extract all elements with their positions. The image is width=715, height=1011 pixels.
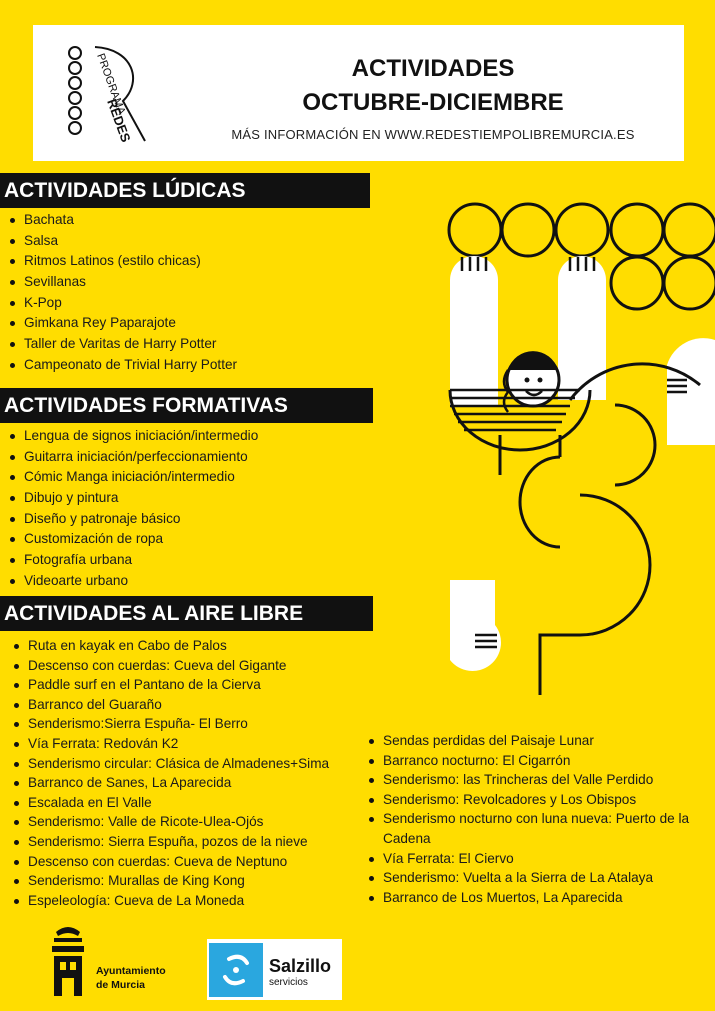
salzillo-subtitle: servicios xyxy=(269,977,308,988)
list-item: Dibujo y pintura xyxy=(8,488,258,509)
list-item: Barranco de Los Muertos, La Aparecida xyxy=(367,888,709,908)
list-item: Senderismo: Valle de Ricote-Ulea-Ojós xyxy=(12,812,329,832)
salzillo-mark-icon xyxy=(209,943,263,997)
section-title-formativas: ACTIVIDADES FORMATIVAS xyxy=(0,388,373,423)
list-item: Barranco nocturno: El Cigarrón xyxy=(367,751,709,771)
list-item: Espeleología: Cueva de La Moneda xyxy=(12,891,329,911)
list-item: Taller de Varitas de Harry Potter xyxy=(8,334,237,355)
list-ludicas: Bachata Salsa Ritmos Latinos (estilo chi… xyxy=(8,210,237,376)
logo-text-redes: REDES xyxy=(104,97,134,145)
section-title-aire-libre: ACTIVIDADES AL AIRE LIBRE xyxy=(0,596,373,631)
list-item: Gimkana Rey Paparajote xyxy=(8,313,237,334)
list-item: Senderismo: Vuelta a la Sierra de La Ata… xyxy=(367,868,709,888)
list-aire-libre-right: Sendas perdidas del Paisaje Lunar Barran… xyxy=(367,731,709,907)
header-info-link[interactable]: MÁS INFORMACIÓN EN WWW.REDESTIEMPOLIBREM… xyxy=(231,127,635,142)
header-title-line1: ACTIVIDADES xyxy=(351,55,515,82)
ayuntamiento-line1: Ayuntamiento xyxy=(96,965,166,977)
list-item: Vía Ferrata: El Ciervo xyxy=(367,849,709,869)
programa-redes-logo: PROGRAMA REDES xyxy=(68,46,146,145)
list-item: Barranco de Sanes, La Aparecida xyxy=(12,773,329,793)
list-formativas: Lengua de signos iniciación/intermedio G… xyxy=(8,426,258,592)
header-banner: PROGRAMA REDES ACTIVIDADES OCTUBRE-DICIE… xyxy=(33,25,684,161)
list-item: Salsa xyxy=(8,231,237,252)
list-item: Fotografía urbana xyxy=(8,550,258,571)
decorative-illustration xyxy=(447,202,715,695)
list-item: Senderismo: Sierra Espuña, pozos de la n… xyxy=(12,832,329,852)
list-item: Ruta en kayak en Cabo de Palos xyxy=(12,636,329,656)
list-item: Senderismo:Sierra Espuña- El Berro xyxy=(12,714,329,734)
list-item: Lengua de signos iniciación/intermedio xyxy=(8,426,258,447)
list-item: Diseño y patronaje básico xyxy=(8,509,258,530)
list-item: Vía Ferrata: Redován K2 xyxy=(12,734,329,754)
list-item: Senderismo circular: Clásica de Almadene… xyxy=(12,754,329,774)
header-title-line2: OCTUBRE-DICIEMBRE xyxy=(302,89,564,116)
list-item: Senderismo: las Trincheras del Valle Per… xyxy=(367,770,709,790)
ayuntamiento-murcia-logo xyxy=(52,927,84,996)
list-item: Ritmos Latinos (estilo chicas) xyxy=(8,251,237,272)
list-item: Cómic Manga iniciación/intermedio xyxy=(8,467,258,488)
list-item: Senderismo: Revolcadores y Los Obispos xyxy=(367,790,709,810)
list-item: Paddle surf en el Pantano de la Cierva xyxy=(12,675,329,695)
list-item: Descenso con cuerdas: Cueva de Neptuno xyxy=(12,852,329,872)
list-item: Bachata xyxy=(8,210,237,231)
list-item: Sevillanas xyxy=(8,272,237,293)
list-aire-libre-left: Ruta en kayak en Cabo de Palos Descenso … xyxy=(12,636,329,910)
list-item: Guitarra iniciación/perfeccionamiento xyxy=(8,447,258,468)
salzillo-name: Salzillo xyxy=(269,956,332,976)
list-item: Descenso con cuerdas: Cueva del Gigante xyxy=(12,656,329,676)
list-item: K-Pop xyxy=(8,293,237,314)
list-item: Videoarte urbano xyxy=(8,571,258,592)
list-item: Senderismo nocturno con luna nueva: Puer… xyxy=(367,809,709,848)
salzillo-logo: Salzillo servicios xyxy=(207,939,342,1000)
list-item: Campeonato de Trivial Harry Potter xyxy=(8,355,237,376)
ayuntamiento-text: Ayuntamiento de Murcia xyxy=(96,964,166,992)
section-title-ludicas: ACTIVIDADES LÚDICAS xyxy=(0,173,370,208)
ayuntamiento-line2: de Murcia xyxy=(96,979,146,991)
list-item: Customización de ropa xyxy=(8,529,258,550)
list-item: Sendas perdidas del Paisaje Lunar xyxy=(367,731,709,751)
list-item: Escalada en El Valle xyxy=(12,793,329,813)
list-item: Barranco del Guaraño xyxy=(12,695,329,715)
list-item: Senderismo: Murallas de King Kong xyxy=(12,871,329,891)
